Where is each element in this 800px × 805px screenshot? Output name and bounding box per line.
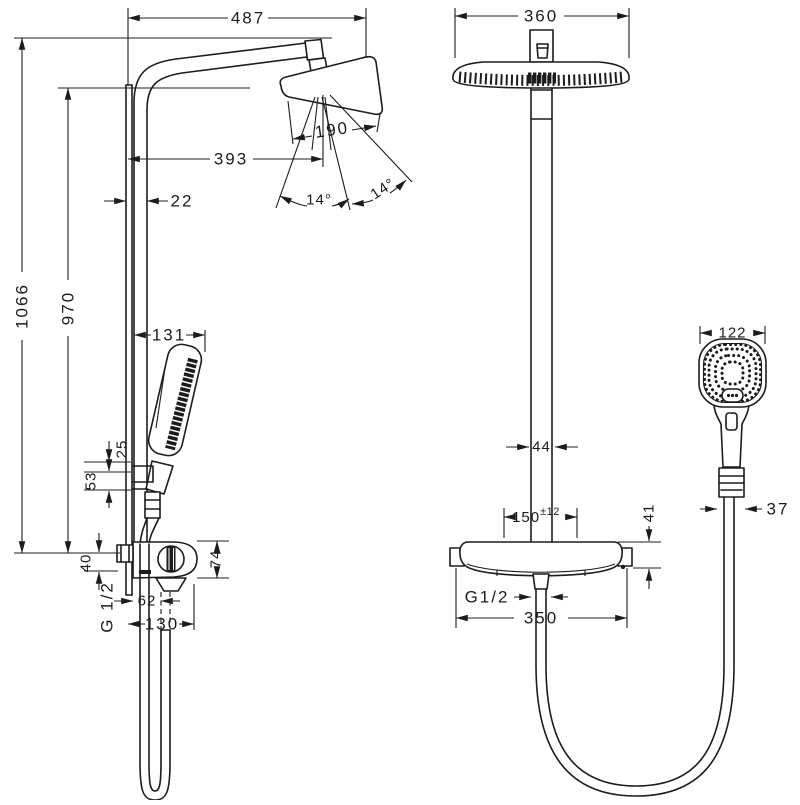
dim-height-overall: 1066 (13, 37, 332, 554)
valve-outlet-side (155, 577, 187, 592)
dim-height-bar: 970 (58, 87, 250, 554)
valve-outlet-front (532, 573, 550, 590)
dim-head-center-offset: 393 (127, 95, 324, 169)
dim-label-62: 62 (138, 593, 157, 610)
hose-nut-side (144, 491, 161, 519)
dim-label-130: 130 (145, 615, 179, 634)
valve-front (449, 541, 633, 590)
thread-label-side: G 1/2 (98, 581, 117, 633)
wall-plate (125, 84, 133, 596)
hand-shower-handle (713, 402, 750, 468)
dim-pipe-width: 44 (506, 439, 578, 456)
hose-front (535, 496, 735, 797)
dim-label-angle-right: 14° (368, 175, 399, 203)
dim-width-top: 487 (127, 8, 367, 85)
valve-label-mark (139, 570, 151, 574)
dim-hose-nut-width: 37 (700, 500, 790, 519)
dim-head-size: 190 (287, 100, 381, 145)
dim-label-150: 150±12 (512, 506, 560, 526)
dim-label-131: 131 (152, 326, 186, 345)
dim-label-1066: 1066 (13, 283, 32, 329)
front-view: 360 44 150±12 (449, 7, 790, 797)
dim-label-40: 40 (78, 554, 95, 573)
dim-label-74: 74 (208, 550, 225, 569)
dim-label-360: 360 (524, 7, 558, 26)
dim-hose-wall-offset: 62 (114, 593, 180, 610)
dim-label-angle-left: 14° (306, 192, 332, 209)
overhead-shower-front (452, 61, 630, 89)
dim-valve-top-offset: 41 (618, 504, 661, 589)
spray-cone-lines (275, 94, 413, 211)
eco-button (620, 564, 626, 570)
shower-pipe-front (530, 87, 553, 543)
dim-label-487: 487 (231, 9, 265, 28)
arm-end-connector (304, 38, 325, 61)
dim-label-122: 122 (718, 325, 746, 342)
dim-label-25: 25 (114, 440, 131, 459)
hand-shower-front (698, 338, 767, 498)
dim-label-970: 970 (59, 291, 78, 325)
dim-label-190: 190 (314, 118, 351, 142)
dim-bar-depth: 22 (104, 192, 194, 211)
handle-hole (725, 412, 738, 431)
dim-holder-offsets: 25 53 (83, 440, 131, 508)
hand-shower-side (139, 343, 203, 545)
dim-outlet-thread: G1/2 (465, 588, 568, 607)
dim-label-53: 53 (83, 472, 100, 491)
dim-spray-angle-right: 14° (351, 175, 407, 207)
dim-valve-height: 74 (197, 540, 229, 579)
dim-valve-depth: 130 (127, 584, 195, 634)
dim-label-22: 22 (171, 192, 194, 211)
dim-label-350: 350 (524, 609, 558, 628)
dim-handshower-reach: 131 (133, 326, 206, 352)
dim-handshower-width: 122 (699, 325, 766, 344)
dim-valve-width: 350 (455, 568, 628, 628)
dim-label-41: 41 (641, 504, 658, 523)
dim-label-393: 393 (214, 150, 248, 169)
overhead-shower-side (279, 55, 384, 116)
thread-label-front: G1/2 (465, 588, 510, 607)
dim-label-44: 44 (532, 439, 551, 456)
holder-bracket (131, 465, 154, 490)
wall-bracket-front (529, 29, 554, 63)
dim-spray-angle-left: 14° (279, 192, 350, 209)
dim-connection-spacing: 150±12 (503, 506, 578, 538)
dim-head-width: 360 (454, 7, 630, 58)
hand-shower-face-outer (698, 338, 767, 408)
dim-label-37: 37 (767, 500, 790, 519)
side-view: 487 1066 970 393 22 (13, 8, 413, 801)
hand-shower-spray-face (165, 357, 198, 451)
dim-valve-axis-offset: 40 (78, 533, 118, 590)
